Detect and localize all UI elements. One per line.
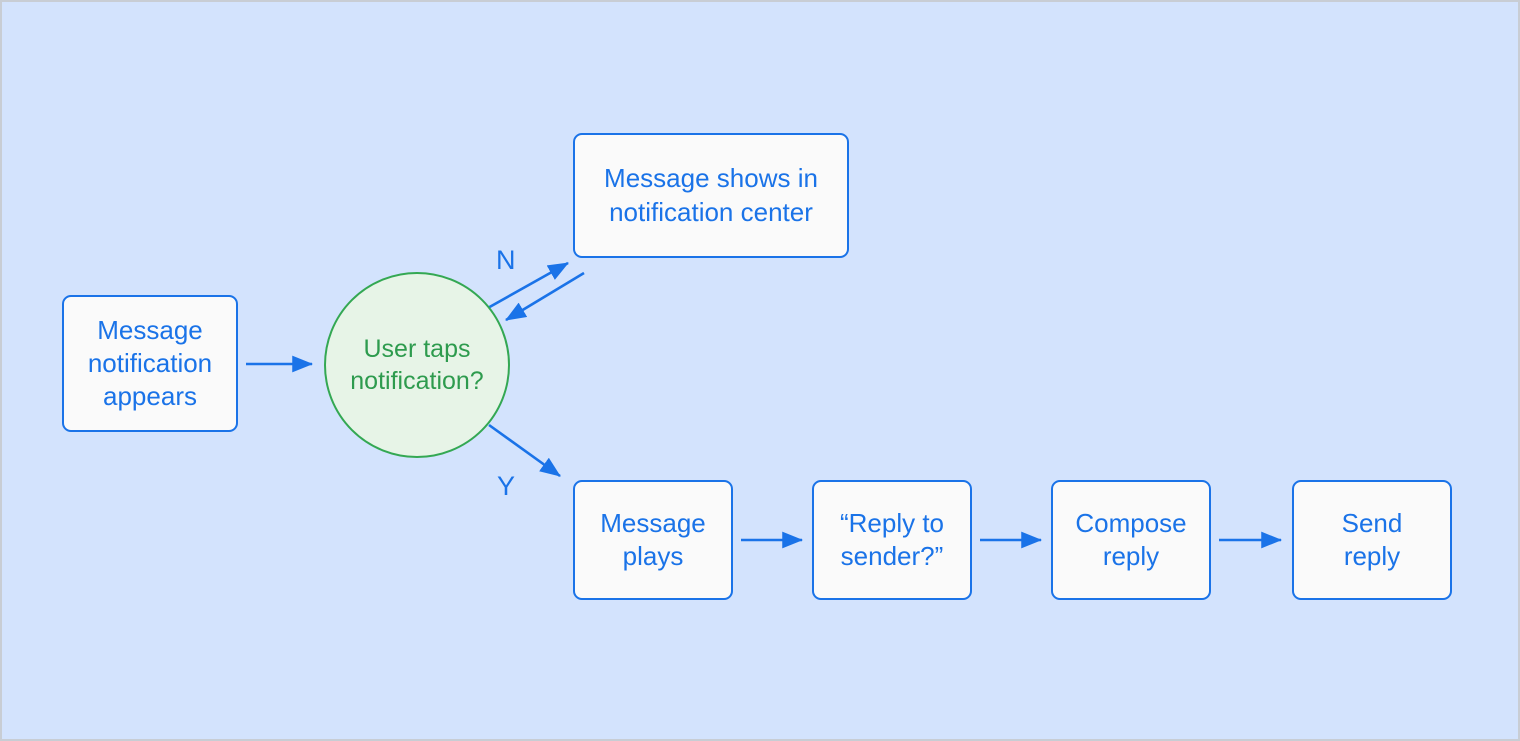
edge-label-no: N bbox=[496, 245, 516, 275]
edge-notification-center-to-decision bbox=[505, 271, 585, 322]
edge-label-yes: Y bbox=[497, 471, 516, 501]
edge-decision-to-message-plays bbox=[488, 423, 561, 478]
